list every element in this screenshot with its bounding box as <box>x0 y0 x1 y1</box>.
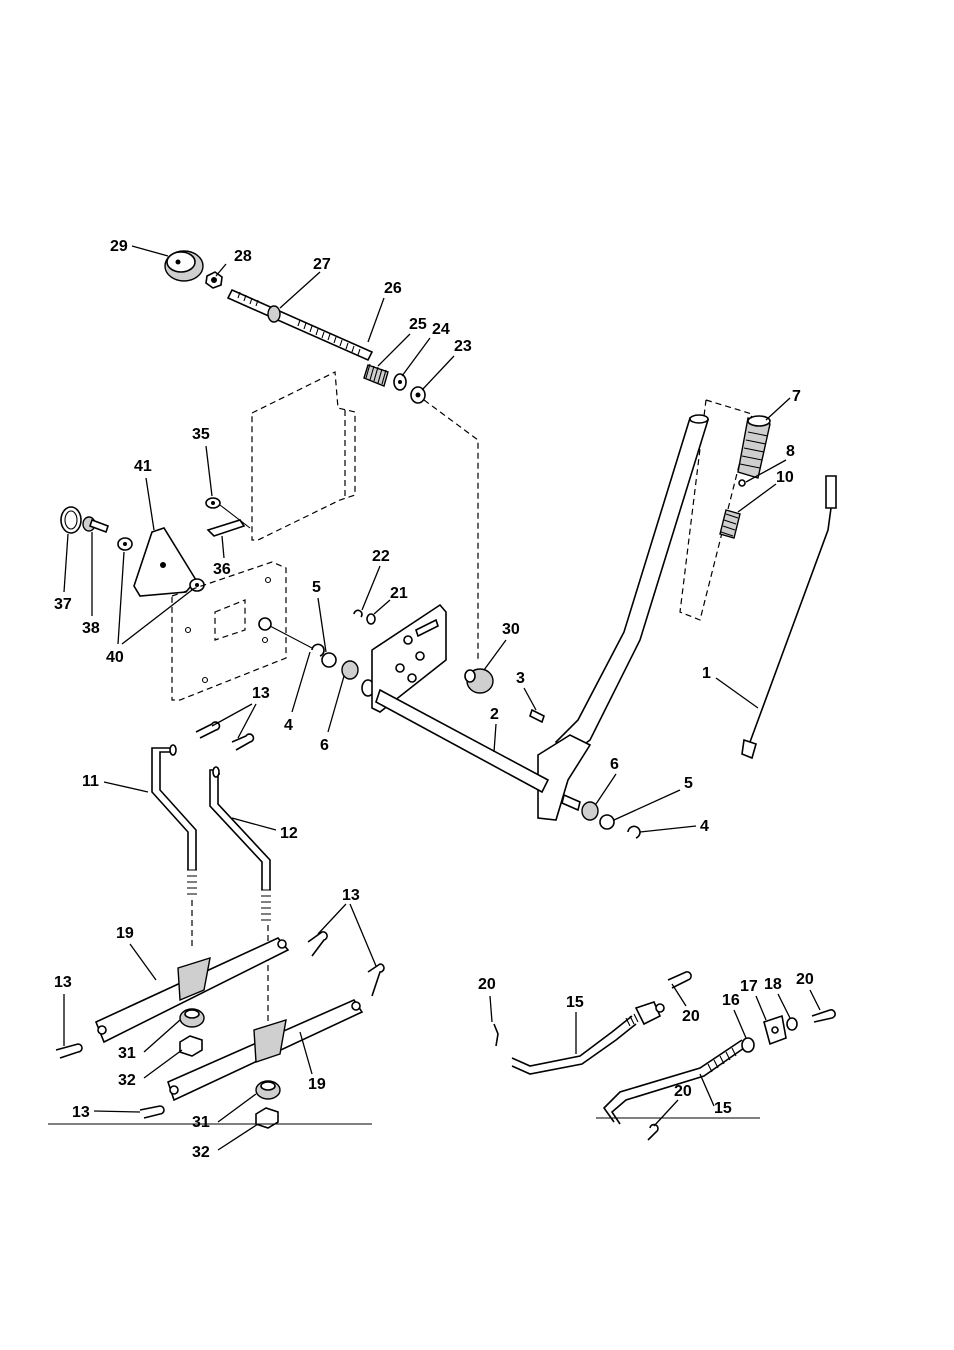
label-5b: 5 <box>684 775 693 792</box>
label-13c: 13 <box>54 974 72 991</box>
washer-24 <box>394 374 406 390</box>
label-10: 10 <box>776 469 794 486</box>
hairpin-13-bottom <box>140 1106 164 1118</box>
label-20c: 20 <box>796 971 814 988</box>
washer-35 <box>206 498 220 508</box>
label-20a: 20 <box>478 976 496 993</box>
trunnion-17 <box>764 1016 786 1044</box>
label-20d: 20 <box>674 1083 692 1100</box>
label-28: 28 <box>234 248 252 265</box>
nut-28 <box>206 272 222 288</box>
lift-lever-2 <box>538 415 708 820</box>
label-29: 29 <box>110 238 128 255</box>
label-23: 23 <box>454 338 472 355</box>
label-1: 1 <box>702 665 711 682</box>
lift-link-12 <box>210 767 271 920</box>
label-40: 40 <box>106 649 124 666</box>
label-24: 24 <box>432 321 450 338</box>
label-2: 2 <box>490 706 499 723</box>
label-19a: 19 <box>116 925 134 942</box>
bushing-stack-right <box>562 795 640 838</box>
label-4b: 4 <box>700 818 709 835</box>
bolt-38 <box>83 517 108 532</box>
washer-40-a <box>118 538 132 550</box>
washer-18 <box>787 1018 797 1030</box>
label-6a: 6 <box>320 737 329 754</box>
label-6b: 6 <box>610 756 619 773</box>
label-15b: 15 <box>714 1100 732 1117</box>
label-3: 3 <box>516 670 525 687</box>
label-31a: 31 <box>118 1045 136 1062</box>
label-5a: 5 <box>312 579 321 596</box>
label-18: 18 <box>764 976 782 993</box>
link-rod-15-upper <box>494 1002 664 1074</box>
label-7: 7 <box>792 388 801 405</box>
label-20b: 20 <box>682 1008 700 1025</box>
nut-32-a <box>180 1036 202 1056</box>
label-27: 27 <box>313 256 331 273</box>
spring-25 <box>364 364 388 386</box>
label-30: 30 <box>502 621 520 638</box>
label-32b: 32 <box>192 1144 210 1161</box>
label-22: 22 <box>372 548 390 565</box>
bracket-41 <box>134 528 196 596</box>
handle-grip-7 <box>738 416 770 478</box>
ball-8 <box>739 480 745 486</box>
cable-1 <box>742 476 836 758</box>
bushing-31-b <box>256 1081 280 1099</box>
label-4a: 4 <box>284 717 293 734</box>
frame-plate-phantom <box>252 372 355 540</box>
threaded-rod-27 <box>228 290 372 360</box>
label-35: 35 <box>192 426 210 443</box>
label-13b: 13 <box>342 887 360 904</box>
label-17: 17 <box>740 978 758 995</box>
label-11: 11 <box>82 773 99 790</box>
nut-16 <box>742 1038 754 1052</box>
label-8: 8 <box>786 443 795 460</box>
label-12: 12 <box>280 825 298 842</box>
spring-clip-36 <box>208 520 244 536</box>
label-31b: 31 <box>192 1114 210 1131</box>
label-41: 41 <box>134 458 152 475</box>
lift-link-11 <box>152 745 197 894</box>
label-19b: 19 <box>308 1076 326 1093</box>
label-21: 21 <box>390 585 408 602</box>
nut-32-b <box>256 1108 278 1128</box>
label-13d: 13 <box>72 1104 90 1121</box>
bushing-31-a <box>180 1009 204 1027</box>
washer-21 <box>367 614 375 624</box>
label-37: 37 <box>54 596 72 613</box>
label-38: 38 <box>82 620 100 637</box>
knob-29 <box>165 251 203 281</box>
ring-37 <box>61 507 81 533</box>
label-15a: 15 <box>566 994 584 1011</box>
label-32a: 32 <box>118 1072 136 1089</box>
label-36: 36 <box>213 561 231 578</box>
callouts: 29 28 27 26 25 24 23 7 8 10 1 35 41 36 3… <box>54 238 820 1161</box>
cross-shaft-2 <box>376 690 548 792</box>
hairpin-20 <box>648 972 835 1140</box>
pin-3 <box>530 710 544 722</box>
label-13a: 13 <box>252 685 270 702</box>
bushing-stack-left <box>259 618 374 696</box>
label-26: 26 <box>384 280 402 297</box>
label-16: 16 <box>722 992 740 1009</box>
collar-30 <box>465 669 493 693</box>
hairpin-13-right <box>308 932 384 996</box>
hairpin-13-left <box>56 1044 82 1058</box>
spring-10 <box>720 510 740 538</box>
clip-22 <box>354 610 362 617</box>
label-25: 25 <box>409 316 427 333</box>
